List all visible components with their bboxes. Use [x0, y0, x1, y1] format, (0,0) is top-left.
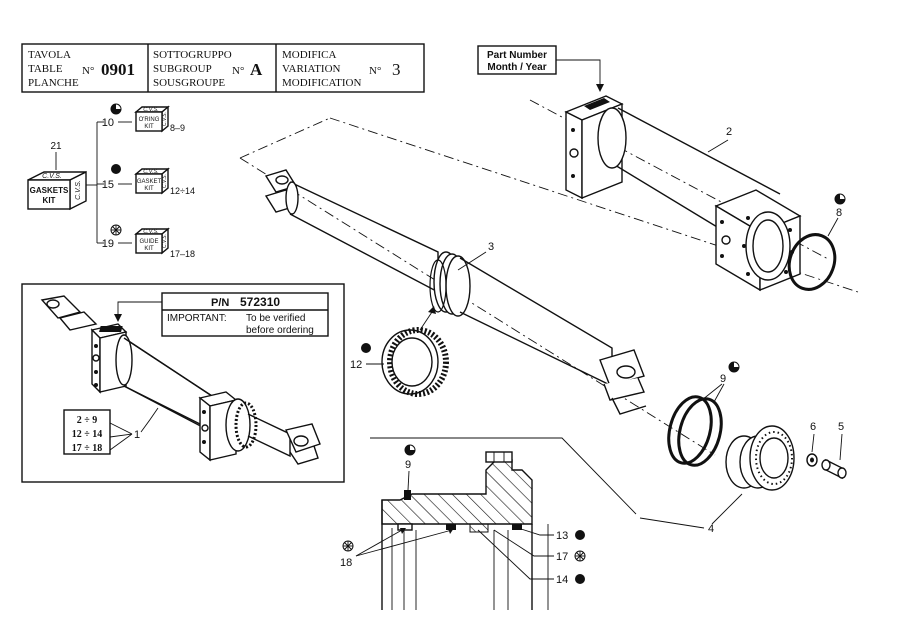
asterisk-circle-icon: [574, 550, 586, 562]
callout-4: 4: [708, 523, 714, 535]
asterisk-circle-icon: [342, 540, 354, 552]
gasket-kit-top-label: C.V.S.: [143, 169, 159, 175]
callout-2: 2: [726, 126, 732, 138]
gaskets-kit-label-1: GASKETS: [30, 186, 69, 195]
inset-range-1: 2 ÷ 9: [77, 415, 98, 426]
inset-assembly-panel: P/N 572310 IMPORTANT: To be verified bef…: [21, 283, 345, 483]
gasket-kit-ref: 15: [102, 179, 114, 191]
filled-circle-icon: [111, 164, 121, 174]
header-variation-label-2: VARIATION: [282, 63, 341, 75]
gasket-kit-label-2: KIT: [144, 186, 154, 192]
callout-18: 18: [340, 557, 352, 569]
header-variation-label-3: MODIFICATION: [282, 77, 362, 89]
half-circle-icon: [728, 361, 740, 373]
gaskets-kit-ref: 21: [50, 141, 62, 152]
guide-kit-label-2: KIT: [144, 246, 154, 252]
callout-13: 13: [556, 530, 568, 542]
oring-kit-side-label: C.V.S.: [162, 112, 168, 126]
callout-3: 3: [488, 241, 494, 253]
barrel-assembly: Part Number Month / Year 2: [477, 45, 802, 292]
header-table-label-1: TAVOLA: [28, 49, 71, 61]
part-number-label-1: Part Number: [487, 50, 547, 61]
oring-8: 8: [787, 193, 846, 291]
oring-kit-ref: 10: [102, 117, 114, 129]
washer-6: 6: [806, 421, 818, 467]
important-text-1: To be verified: [246, 313, 305, 324]
callout-8: 8: [836, 207, 842, 219]
header-variation-label-1: MODIFICA: [282, 49, 336, 61]
filled-circle-icon: [361, 343, 371, 353]
gasket-kit: 15 C.V.S. GASKET KIT C.V.S. 12÷14: [102, 164, 195, 196]
callout-5: 5: [838, 421, 844, 433]
important-label: IMPORTANT:: [167, 313, 227, 324]
guide-kit: 19 C.V.S. GUIDE KIT C.V.S. 17–18: [102, 224, 195, 259]
header-table-label-3: PLANCHE: [28, 77, 79, 89]
section-detail: 9 18 13 17 14: [340, 437, 637, 610]
gaskets-kit-label-2: KIT: [43, 196, 56, 205]
header-table-number: 0901: [101, 60, 135, 79]
bolt-5: 5: [821, 421, 847, 480]
part-number-label-2: Month / Year: [487, 62, 546, 73]
inset-cylinder-drawing: [40, 295, 321, 465]
half-circle-icon: [110, 103, 122, 115]
gaskets-kit-side-label: C.V.S.: [75, 180, 82, 200]
header-subgroup-label-3: SOUSGROUPE: [153, 77, 225, 89]
header-table-label-2: TABLE: [28, 63, 63, 75]
callout-6: 6: [810, 421, 816, 433]
callout-14: 14: [556, 574, 568, 586]
gasket-kit-label-1: GASKET: [137, 179, 162, 185]
oring-kit-range: 8–9: [170, 123, 185, 133]
gasket-kit-range: 12÷14: [170, 186, 195, 196]
pn-label: P/N: [211, 297, 229, 309]
asterisk-circle-icon: [110, 224, 122, 236]
guide-kit-top-label: C.V.S.: [143, 229, 159, 235]
filled-circle-icon: [575, 574, 585, 584]
header-subgroup-label-2: SUBGROUP: [153, 63, 212, 75]
oring-kit-top-label: C.V.S.: [143, 107, 159, 113]
filled-circle-icon: [575, 530, 585, 540]
header-variation-value: 3: [392, 60, 401, 79]
header-table-prefix: N°: [82, 65, 94, 77]
header-subgroup-value: A: [250, 60, 263, 79]
inset-range-2: 12 ÷ 14: [72, 429, 103, 440]
guide-kit-range: 17–18: [170, 249, 195, 259]
important-text-2: before ordering: [246, 325, 314, 336]
inset-range-3: 17 ÷ 18: [72, 443, 103, 454]
header-subgroup-prefix: N°: [232, 65, 244, 77]
oring-kit-label-1: O'RING: [139, 117, 160, 123]
inset-ref: 1: [134, 429, 140, 441]
gaskets-kit-box: C.V.S. GASKETS KIT C.V.S. 21: [27, 141, 87, 211]
callout-9-section: 9: [405, 459, 411, 471]
guide-kit-ref: 19: [102, 238, 114, 250]
guide-kit-label-1: GUIDE: [139, 239, 158, 245]
guide-ring-12: 12: [350, 306, 449, 397]
gaskets-kit-top-label: C.V.S.: [42, 173, 62, 180]
callout-17: 17: [556, 551, 568, 563]
kits-group: C.V.S. GASKETS KIT C.V.S. 21 10 C.V.S.: [27, 103, 195, 259]
header-variation-prefix: N°: [369, 65, 381, 77]
guide-kit-side-label: C.V.S.: [162, 234, 168, 248]
callout-12: 12: [350, 359, 362, 371]
oring-kit: 10 C.V.S. O'RING KIT C.V.S. 8–9: [102, 103, 185, 133]
gland-4: 4: [639, 425, 795, 535]
gasket-kit-side-label: C.V.S.: [162, 174, 168, 188]
callout-9: 9: [720, 373, 726, 385]
oring-kit-label-2: KIT: [144, 124, 154, 130]
rod-seals-9: 9: [667, 361, 740, 467]
half-circle-icon: [404, 444, 416, 456]
pn-value: 572310: [240, 295, 280, 309]
header-subgroup-label-1: SOTTOGRUPPO: [153, 49, 232, 61]
half-circle-icon: [834, 193, 846, 205]
title-block: TAVOLA TABLE PLANCHE N° 0901 SOTTOGRUPPO…: [21, 43, 425, 93]
